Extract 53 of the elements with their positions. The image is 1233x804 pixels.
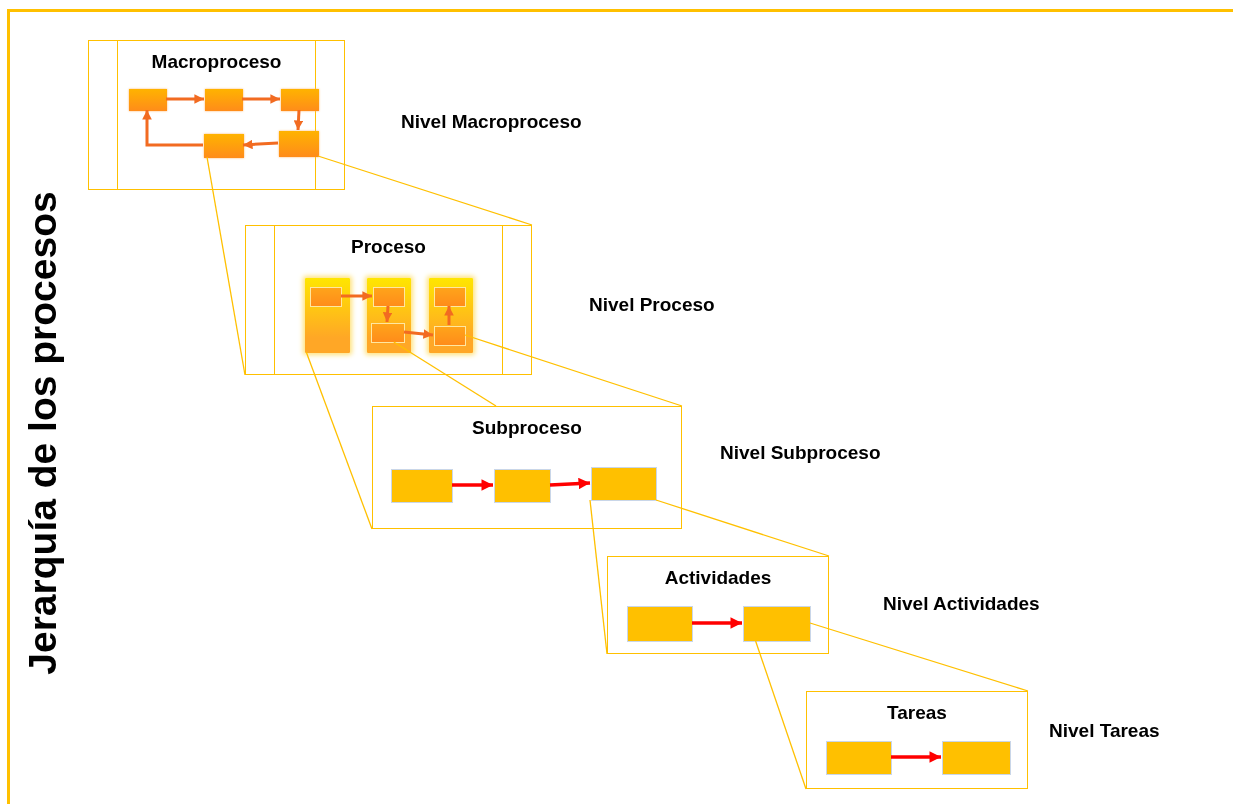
process-box	[434, 326, 466, 346]
arrow	[242, 94, 280, 104]
task-box	[494, 469, 551, 503]
level-heading: Proceso	[350, 236, 427, 258]
arrow	[242, 139, 279, 150]
zoom-line	[464, 334, 683, 407]
zoom-line	[206, 156, 246, 376]
level-label: Nivel Tareas	[1049, 720, 1160, 742]
zoom-line	[317, 155, 533, 226]
swimlane-bar	[367, 278, 411, 353]
task-box	[627, 606, 693, 642]
diagram-title: Jerarquía de los procesos	[20, 190, 65, 677]
level-heading: Macroproceso	[150, 51, 283, 73]
arrow	[452, 479, 493, 491]
task-box	[826, 741, 892, 775]
level-heading: Actividades	[663, 567, 773, 589]
level-label: Nivel Actividades	[883, 593, 1040, 615]
level-label: Nivel Proceso	[589, 294, 715, 316]
process-box	[373, 287, 405, 307]
arrow	[382, 305, 393, 323]
swimlane-bar	[429, 278, 473, 353]
process-box	[371, 323, 405, 343]
arrow	[341, 291, 372, 301]
process-box	[434, 287, 466, 307]
zoom-line	[589, 499, 608, 655]
zoom-line	[655, 499, 830, 557]
process-box	[205, 89, 243, 111]
arrow	[142, 110, 203, 147]
arrow	[403, 329, 434, 339]
swimlane-bar	[305, 278, 350, 353]
process-box	[204, 134, 244, 158]
level-heading: Tareas	[886, 702, 948, 724]
level-label: Nivel Subproceso	[720, 442, 881, 464]
arrow	[293, 109, 304, 131]
arrow	[692, 617, 742, 629]
arrow	[549, 477, 591, 490]
process-box	[279, 131, 319, 157]
process-box	[310, 287, 342, 307]
zoom-line	[754, 640, 807, 790]
process-box	[281, 89, 319, 111]
zoom-line	[393, 341, 497, 407]
task-box	[391, 469, 453, 503]
task-box	[591, 467, 657, 501]
arrow	[166, 94, 204, 104]
level-label: Nivel Macroproceso	[401, 111, 582, 133]
task-box	[942, 741, 1011, 775]
level-heading: Subproceso	[471, 417, 583, 439]
zoom-line	[305, 351, 373, 530]
task-box	[743, 606, 811, 642]
arrow	[444, 306, 454, 325]
arrow	[891, 751, 941, 763]
process-box	[129, 89, 167, 111]
zoom-line	[809, 622, 1029, 692]
